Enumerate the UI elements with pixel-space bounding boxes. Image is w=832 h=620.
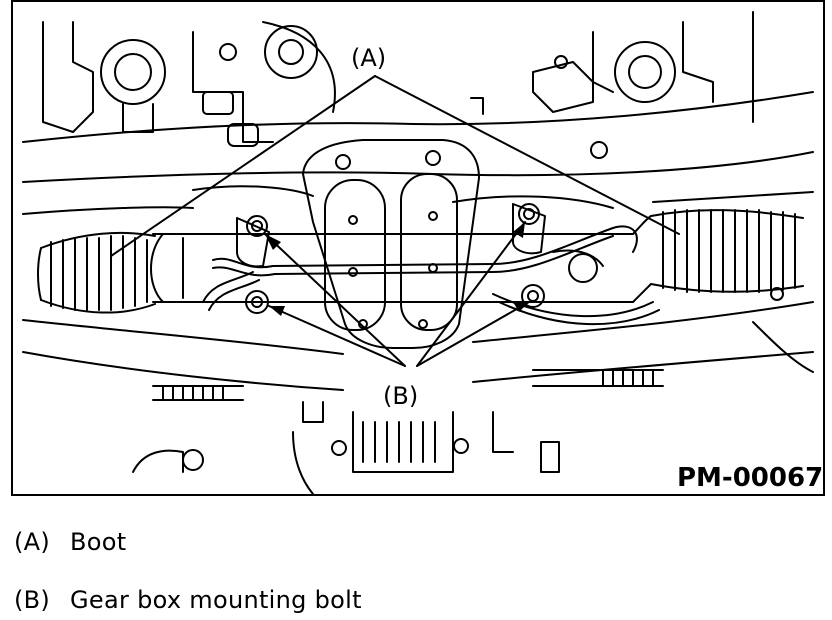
legend-key: (A): [14, 528, 51, 556]
legend-item-gear-box-mounting-bolt: (B) Gear box mounting bolt: [14, 586, 362, 614]
steering-gearbox-diagram: (A) (B) PM-00067: [22, 11, 823, 494]
legend-text: Boot: [70, 528, 127, 556]
mounting-bracket-right: [512, 203, 604, 308]
callout-b-label: (B): [383, 382, 418, 410]
callout-b-leaders: [264, 221, 530, 367]
mounting-bracket-left: [236, 215, 270, 314]
lower-components: [132, 287, 814, 494]
callout-a-label: (A): [351, 44, 386, 72]
figure-id: PM-00067: [677, 463, 823, 493]
legend-key: (B): [14, 586, 51, 614]
arrowheads: [265, 222, 529, 316]
legend-text: Gear box mounting bolt: [70, 586, 362, 614]
callout-a-leaders: [110, 75, 680, 257]
steering-rack: [150, 185, 660, 326]
crossmember-outline: [22, 91, 814, 391]
boot-left: [37, 231, 156, 314]
diagram-frame: (A) (B) PM-00067: [11, 0, 825, 496]
legend-item-boot: (A) Boot: [14, 528, 126, 556]
upper-left-components: [42, 21, 336, 147]
boot-right: [632, 209, 804, 303]
center-bracket: [302, 139, 480, 349]
upper-right-components: [470, 11, 754, 159]
